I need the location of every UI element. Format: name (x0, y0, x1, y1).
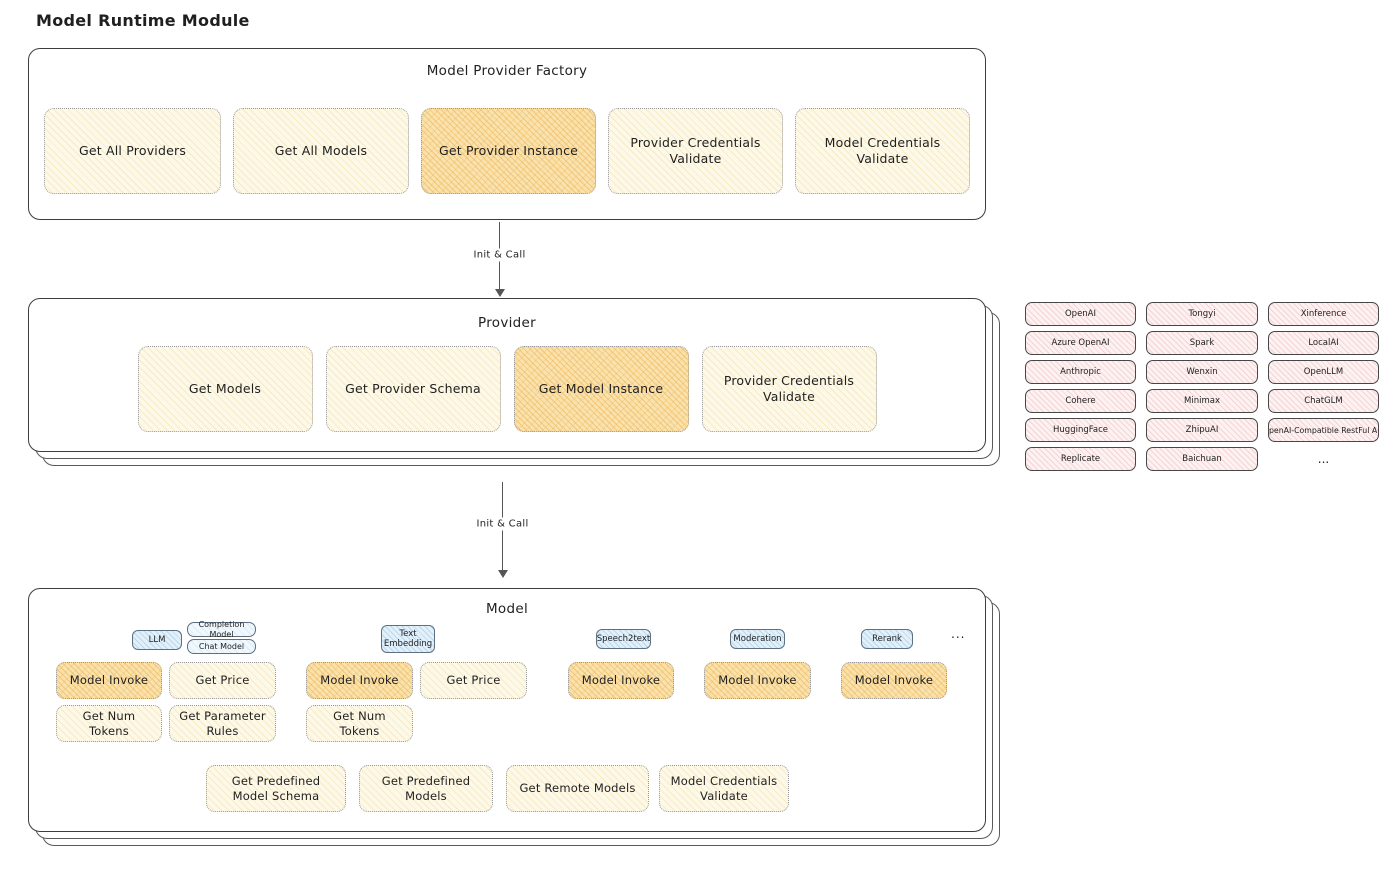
chat-model-tag: Chat Model (187, 639, 256, 654)
embedding-model-invoke-box: Model Invoke (306, 662, 413, 699)
provider-chip-wenxin: Wenxin (1146, 360, 1258, 384)
provider-chip-spark: Spark (1146, 331, 1258, 355)
provider-chip-replicate: Replicate (1025, 447, 1136, 471)
get-model-instance-box: Get Model Instance (513, 346, 689, 432)
provider-chip-chatglm: ChatGLM (1268, 389, 1379, 413)
llm-get-num-tokens-box: Get Num Tokens (56, 705, 162, 742)
provider-title: Provider (478, 315, 536, 331)
get-predefined-model-schema-box: Get Predefined Model Schema (206, 765, 346, 812)
provider-chip-anthropic: Anthropic (1025, 360, 1136, 384)
get-all-providers-box: Get All Providers (44, 108, 221, 194)
get-predefined-models-box: Get Predefined Models (359, 765, 493, 812)
provider-chip-cohere: Cohere (1025, 389, 1136, 413)
provider-credentials-validate-box: Provider Credentials Validate (608, 108, 783, 194)
moderation-model-invoke-box: Model Invoke (704, 662, 811, 699)
model-credentials-validate-box: Model Credentials Validate (795, 108, 970, 194)
model-panel-stack: Model LLM Completion Model Chat Model Te… (28, 588, 1000, 846)
provider-panel-stack: Provider Get Models Get Provider Schema … (28, 298, 1000, 466)
llm-get-parameter-rules-box: Get Parameter Rules (169, 705, 276, 742)
provider-chip-minimax: Minimax (1146, 389, 1258, 413)
arrow-provider-to-model: Init & Call (471, 482, 534, 578)
init-call-label-2: Init & Call (471, 517, 534, 531)
model-credentials-validate-box-2: Model Credentials Validate (659, 765, 789, 812)
provider-chip-localai: LocalAI (1268, 331, 1379, 355)
page-title: Model Runtime Module (36, 11, 250, 30)
embedding-get-price-box: Get Price (420, 662, 527, 699)
model-panel-border: Model LLM Completion Model Chat Model Te… (28, 588, 986, 832)
model-provider-factory-title: Model Provider Factory (426, 63, 588, 79)
get-provider-schema-box: Get Provider Schema (325, 346, 501, 432)
provider-chips-grid: OpenAI Tongyi Xinference Azure OpenAI Sp… (1025, 302, 1379, 471)
provider-chip-tongyi: Tongyi (1146, 302, 1258, 326)
provider-panel-border: Provider Get Models Get Provider Schema … (28, 298, 986, 452)
provider-chip-openllm: OpenLLM (1268, 360, 1379, 384)
model-provider-factory-panel-border: Model Provider Factory Get All Providers… (28, 48, 986, 220)
speech2text-tag: Speech2text (596, 629, 651, 649)
init-call-label-1: Init & Call (468, 248, 531, 262)
rerank-tag: Rerank (861, 629, 913, 649)
llm-get-price-box: Get Price (169, 662, 276, 699)
completion-model-tag: Completion Model (187, 620, 256, 639)
get-provider-instance-box: Get Provider Instance (421, 108, 596, 194)
provider-chips-ellipsis: ... (1317, 452, 1330, 466)
moderation-tag: Moderation (730, 629, 785, 649)
get-all-models-box: Get All Models (233, 108, 409, 194)
model-title: Model (485, 601, 529, 617)
provider-chip-openai-compatible: OpenAI-Compatible RestFul API (1268, 418, 1379, 442)
speech2text-model-invoke-box: Model Invoke (568, 662, 674, 699)
arrow-head-icon (498, 570, 508, 578)
provider-chip-xinference: Xinference (1268, 302, 1379, 326)
embedding-get-num-tokens-box: Get Num Tokens (306, 705, 413, 742)
provider-chip-baichuan: Baichuan (1146, 447, 1258, 471)
model-types-ellipsis: ... (951, 627, 966, 641)
arrow-factory-to-provider: Init & Call (468, 222, 531, 297)
model-provider-factory-panel: Model Provider Factory Get All Providers… (28, 48, 986, 220)
llm-model-invoke-box: Model Invoke (56, 662, 162, 699)
provider-chip-huggingface: HuggingFace (1025, 418, 1136, 442)
provider-chip-openai: OpenAI (1025, 302, 1136, 326)
provider-chip-zhipuai: ZhipuAI (1146, 418, 1258, 442)
rerank-model-invoke-box: Model Invoke (841, 662, 947, 699)
arrow-head-icon (495, 289, 505, 297)
text-embedding-tag: Text Embedding (381, 625, 435, 653)
get-models-box: Get Models (137, 346, 313, 432)
provider-credentials-validate-box-2: Provider Credentials Validate (701, 346, 877, 432)
provider-chip-azure-openai: Azure OpenAI (1025, 331, 1136, 355)
llm-tag: LLM (132, 630, 182, 650)
get-remote-models-box: Get Remote Models (506, 765, 649, 812)
